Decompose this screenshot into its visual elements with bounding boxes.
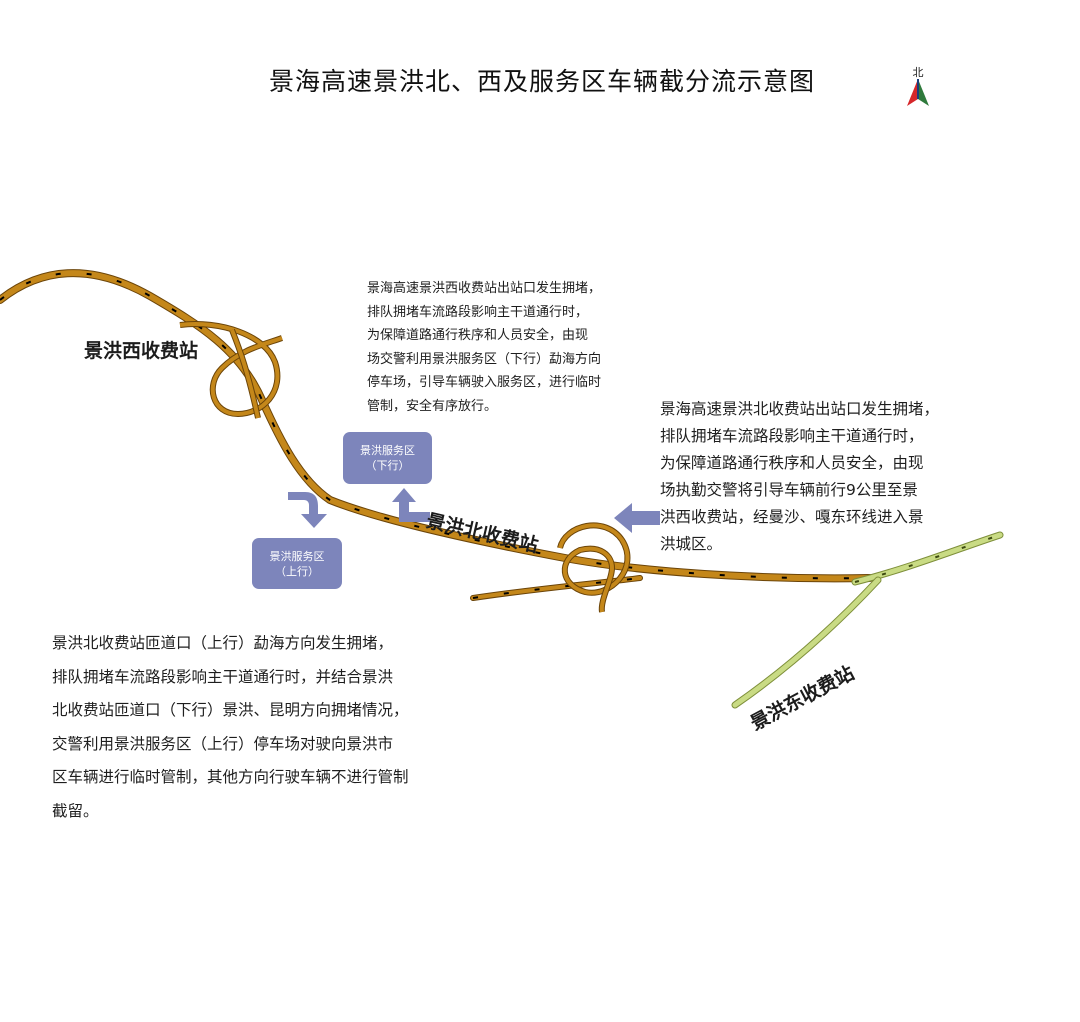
guide-arrows xyxy=(288,488,660,533)
note-line: 管制，安全有序放行。 xyxy=(367,398,498,414)
compass: 北 xyxy=(900,64,936,114)
note-line: 排队拥堵车流路段影响主干道通行时， xyxy=(660,427,924,445)
note-line: 洪城区。 xyxy=(660,535,723,553)
note-line: 洪西收费站，经曼沙、嘎东环线进入景 xyxy=(660,508,924,526)
note-line: 排队拥堵车流路段影响主干道通行时， xyxy=(367,304,589,320)
west-interchange xyxy=(179,321,283,419)
note-line: 交警利用景洪服务区（上行）停车场对驶向景洪市 xyxy=(52,734,394,753)
note-ramp-congestion: 景洪北收费站匝道口（上行）勐海方向发生拥堵， 排队拥堵车流路段影响主干道通行时，… xyxy=(52,627,409,828)
expressway-main-road xyxy=(0,269,874,583)
service-area-name: 景洪服务区 xyxy=(269,549,325,563)
note-west-congestion: 景海高速景洪西收费站出站口发生拥堵， 排队拥堵车流路段影响主干道通行时， 为保障… xyxy=(367,277,601,418)
note-line: 景洪北收费站匝道口（上行）勐海方向发生拥堵， xyxy=(52,634,394,652)
note-north-congestion: 景海高速景洪北收费站出站口发生拥堵， 排队拥堵车流路段影响主干道通行时， 为保障… xyxy=(660,396,939,558)
note-line: 景海高速景洪西收费站出站口发生拥堵， xyxy=(367,281,602,296)
note-line: 北收费站匝道口（下行）景洪、昆明方向拥堵情况， xyxy=(52,701,409,719)
compass-north-label: 北 xyxy=(912,66,924,79)
arrow-to-upbound-service-area xyxy=(288,492,327,528)
page-title: 景海高速景洪北、西及服务区车辆截分流示意图 xyxy=(268,67,815,96)
expressway-lower-branch xyxy=(470,575,643,601)
station-label-west: 景洪西收费站 xyxy=(84,340,199,362)
north-arrow-icon xyxy=(907,79,929,106)
note-line: 场交警利用景洪服务区（下行）勐海方向 xyxy=(367,351,602,367)
north-interchange xyxy=(557,522,631,613)
note-line: 为保障道路通行秩序和人员安全，由现 xyxy=(660,454,924,472)
service-area-name: 景洪服务区 xyxy=(360,444,415,457)
service-area-up: 景洪服务区 （上行） xyxy=(252,538,342,589)
service-area-direction: （下行） xyxy=(365,459,410,472)
note-line: 停车场，引导车辆驶入服务区，进行临时 xyxy=(367,375,602,390)
note-line: 区车辆进行临时管制，其他方向行驶车辆不进行管制 xyxy=(52,768,409,786)
note-line: 为保障道路通行秩序和人员安全，由现 xyxy=(367,328,589,343)
arrow-redirect-west xyxy=(614,503,660,533)
note-line: 截留。 xyxy=(52,801,99,820)
arrow-to-downbound-service-area xyxy=(392,488,430,522)
note-line: 景海高速景洪北收费站出站口发生拥堵， xyxy=(660,400,940,418)
service-area-down: 景洪服务区 （下行） xyxy=(343,432,432,484)
service-area-direction: （上行） xyxy=(275,564,319,578)
note-line: 场执勤交警将引导车辆前行9公里至景 xyxy=(660,481,918,499)
note-line: 排队拥堵车流路段影响主干道通行时，并结合景洪 xyxy=(52,667,394,686)
east-connector-road xyxy=(731,531,1004,709)
